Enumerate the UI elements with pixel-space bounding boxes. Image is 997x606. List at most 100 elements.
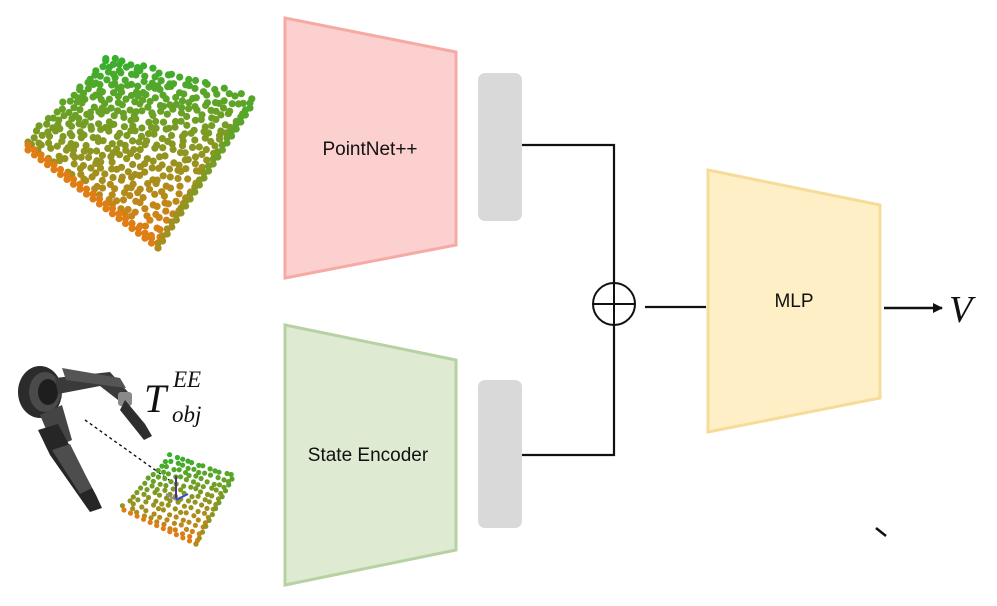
point <box>138 124 146 132</box>
point <box>136 171 144 179</box>
point <box>217 111 225 119</box>
point <box>205 491 211 498</box>
point <box>155 214 163 222</box>
point <box>189 528 195 535</box>
point <box>193 106 201 114</box>
point <box>118 101 126 109</box>
point <box>160 192 168 200</box>
point <box>162 475 168 482</box>
point <box>176 182 184 190</box>
point <box>89 93 97 101</box>
point <box>95 120 103 128</box>
point <box>141 141 149 149</box>
point <box>145 83 153 91</box>
point <box>43 161 52 169</box>
point <box>58 137 66 145</box>
point <box>76 180 84 188</box>
point <box>222 488 229 494</box>
point <box>136 199 144 207</box>
point <box>70 104 78 112</box>
point <box>44 114 53 123</box>
state-encoder-block <box>283 323 458 587</box>
point <box>205 129 213 137</box>
point <box>151 144 159 152</box>
point <box>157 481 163 487</box>
point <box>154 244 162 252</box>
point <box>197 489 204 495</box>
point <box>177 117 185 125</box>
point <box>119 196 128 204</box>
point <box>173 514 179 520</box>
point <box>152 180 160 188</box>
point <box>155 506 162 512</box>
point <box>241 111 249 119</box>
point <box>186 538 193 544</box>
point <box>37 156 45 164</box>
point <box>151 511 157 517</box>
point <box>191 136 199 144</box>
point <box>120 113 128 121</box>
point <box>176 73 184 81</box>
point <box>150 130 158 138</box>
point <box>77 153 85 161</box>
point <box>212 115 220 124</box>
point <box>134 489 140 496</box>
point <box>185 82 193 90</box>
point <box>53 108 61 116</box>
point <box>142 480 148 486</box>
point <box>82 177 90 185</box>
point <box>122 95 130 103</box>
circled-plus-icon <box>592 282 636 326</box>
point <box>63 175 71 183</box>
point <box>149 64 157 72</box>
point <box>68 132 76 140</box>
point <box>225 90 233 98</box>
point <box>128 219 136 227</box>
point <box>204 505 210 511</box>
point <box>156 226 164 234</box>
point <box>97 110 105 118</box>
point <box>82 141 90 150</box>
point <box>108 210 117 218</box>
point <box>128 224 136 232</box>
point <box>191 84 199 92</box>
point <box>127 498 133 504</box>
point <box>141 205 149 213</box>
point <box>117 176 126 184</box>
pointnet-connector <box>522 143 616 283</box>
point <box>152 117 160 126</box>
point <box>97 125 105 133</box>
point <box>191 160 199 168</box>
point <box>111 54 119 63</box>
point <box>101 170 109 178</box>
point <box>192 94 200 102</box>
point <box>87 113 95 121</box>
point <box>184 175 192 183</box>
point <box>122 63 130 71</box>
point <box>43 156 52 164</box>
point <box>146 97 154 106</box>
point <box>95 195 104 203</box>
point <box>165 502 171 508</box>
point <box>134 509 140 515</box>
point <box>200 484 206 490</box>
point <box>192 499 198 505</box>
point <box>199 502 205 508</box>
point <box>168 140 176 148</box>
point <box>168 458 174 464</box>
point <box>177 209 185 217</box>
point <box>213 90 221 98</box>
point <box>171 520 177 526</box>
point <box>216 469 222 475</box>
point <box>129 137 137 145</box>
point <box>38 131 46 139</box>
point <box>172 216 180 224</box>
point <box>147 519 153 526</box>
point <box>186 472 192 479</box>
pointnet-block <box>283 16 458 280</box>
point <box>167 82 175 90</box>
point <box>167 70 176 78</box>
point <box>215 475 221 481</box>
point <box>211 481 217 487</box>
point <box>193 486 199 492</box>
